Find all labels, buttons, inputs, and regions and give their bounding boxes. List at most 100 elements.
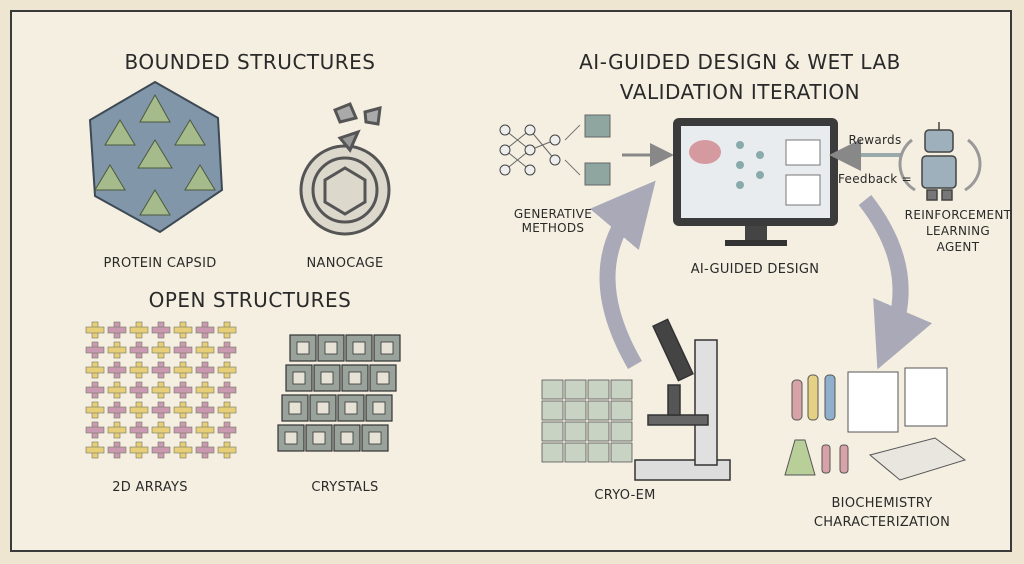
2d-array-illustration <box>85 321 237 459</box>
crystal-cube <box>305 424 333 452</box>
crystal-cube-hole <box>312 431 326 445</box>
array-unit <box>107 426 127 434</box>
array-unit <box>107 346 127 354</box>
array-unit <box>217 366 237 374</box>
array-unit <box>129 366 149 374</box>
array-unit <box>195 426 215 434</box>
array-unit <box>173 426 193 434</box>
array-unit <box>195 406 215 414</box>
nanocage-label: NANOCAGE <box>306 256 384 271</box>
array-unit <box>129 326 149 334</box>
crystal-cube-hole <box>352 341 366 355</box>
array-unit <box>173 346 193 354</box>
micrograph-tile <box>564 442 587 463</box>
array-unit <box>217 446 237 454</box>
array-unit <box>173 326 193 334</box>
micrograph-tile <box>564 400 587 421</box>
crystal-cube-hole <box>296 341 310 355</box>
crystal-cube-hole <box>316 401 330 415</box>
array-unit <box>151 346 171 354</box>
array-unit <box>129 346 149 354</box>
array-unit <box>151 446 171 454</box>
crystal-cube-hole <box>376 371 390 385</box>
biochemistry-label: BIOCHEMISTRY CHARACTERIZATION <box>814 494 950 532</box>
array-unit <box>195 386 215 394</box>
micrograph-tile <box>610 442 633 463</box>
workflow-title-line2: VALIDATION ITERATION <box>619 80 861 104</box>
ai-guided-design-label: AI-GUIDED DESIGN <box>690 262 820 277</box>
crystal-cube-hole <box>340 431 354 445</box>
array-unit <box>151 426 171 434</box>
crystals-label: CRYSTALS <box>311 480 379 495</box>
array-unit <box>151 406 171 414</box>
crystal-cube-hole <box>348 371 362 385</box>
array-unit <box>107 366 127 374</box>
micrograph-tile <box>610 421 633 442</box>
bounded-structures-title: BOUNDED STRUCTURES <box>124 50 376 74</box>
micrograph-tile <box>610 400 633 421</box>
biochem-line1: BIOCHEMISTRY <box>831 496 933 511</box>
array-unit <box>85 346 105 354</box>
array-unit <box>107 406 127 414</box>
generative-line2: METHODS <box>521 221 585 235</box>
array-unit <box>173 386 193 394</box>
array-unit <box>173 446 193 454</box>
array-unit <box>195 366 215 374</box>
micrograph-tile <box>587 442 610 463</box>
rl-line1: REINFORCEMENT <box>904 208 1012 222</box>
array-unit <box>217 426 237 434</box>
array-unit <box>85 326 105 334</box>
robot-icon <box>898 122 982 201</box>
micrograph-grid <box>541 379 633 463</box>
array-unit <box>151 386 171 394</box>
open-structures-title: OPEN STRUCTURES <box>148 288 352 312</box>
generative-line1: GENERATIVE <box>513 207 593 221</box>
array-unit <box>85 446 105 454</box>
cryo-em-label: CRYO-EM <box>594 488 656 503</box>
biochem-line2: CHARACTERIZATION <box>813 515 951 530</box>
micrograph-tile <box>541 400 564 421</box>
array-unit <box>85 406 105 414</box>
neural-network-icon <box>499 114 611 186</box>
array-unit <box>85 426 105 434</box>
nanocage-illustration <box>299 102 391 236</box>
array-unit <box>85 386 105 394</box>
arrow-to-biochemistry <box>858 195 933 370</box>
crystal-cube-hole <box>372 401 386 415</box>
array-unit <box>151 366 171 374</box>
array-unit <box>217 326 237 334</box>
crystals-illustration <box>277 334 401 452</box>
array-unit <box>107 446 127 454</box>
crystal-cube-hole <box>344 401 358 415</box>
array-unit <box>129 386 149 394</box>
array-unit <box>129 406 149 414</box>
rl-line2: LEARNING <box>925 224 991 238</box>
array-unit <box>195 326 215 334</box>
array-unit <box>217 346 237 354</box>
array-unit <box>85 366 105 374</box>
crystal-cube-hole <box>292 371 306 385</box>
micrograph-tile <box>541 379 564 400</box>
crystal-cube-hole <box>320 371 334 385</box>
array-unit <box>217 386 237 394</box>
crystal-cube-hole <box>284 431 298 445</box>
array-unit <box>173 366 193 374</box>
micrograph-tile <box>564 421 587 442</box>
array-unit <box>173 406 193 414</box>
crystal-cube-hole <box>288 401 302 415</box>
workflow-title-line1: AI-GUIDED DESIGN & WET LAB <box>579 50 901 74</box>
array-unit <box>217 406 237 414</box>
micrograph-tile <box>564 379 587 400</box>
computer-monitor-icon <box>673 118 838 246</box>
crystal-cube-hole <box>380 341 394 355</box>
micrograph-tile <box>587 400 610 421</box>
biochemistry-tools-icon <box>784 367 967 481</box>
protein-capsid-illustration <box>88 80 224 234</box>
arrow-to-design-from-cryoem <box>589 180 656 370</box>
micrograph-tile <box>610 379 633 400</box>
2d-arrays-label: 2D ARRAYS <box>112 480 188 495</box>
array-unit <box>107 386 127 394</box>
